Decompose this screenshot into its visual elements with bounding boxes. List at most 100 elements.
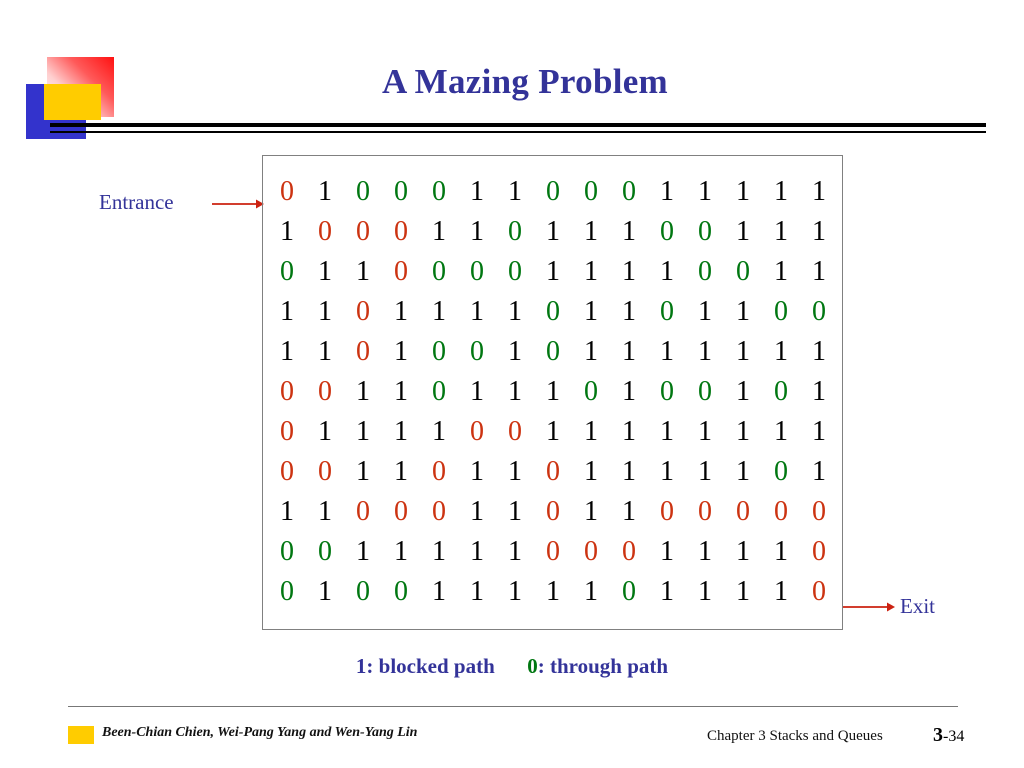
maze-cell: 1	[812, 416, 826, 447]
maze-cell: 1	[584, 216, 598, 247]
maze-cell: 0	[394, 496, 408, 527]
maze-cell: 0	[318, 456, 332, 487]
maze-cell: 1	[356, 376, 370, 407]
legend-blocked-text: : blocked path	[366, 654, 495, 678]
maze-cell: 0	[470, 336, 484, 367]
maze-cell: 1	[812, 256, 826, 287]
maze-cell: 1	[736, 376, 750, 407]
maze-cell: 1	[318, 576, 332, 607]
maze-cell: 1	[508, 336, 522, 367]
maze-cell: 1	[356, 416, 370, 447]
maze-cell: 1	[698, 336, 712, 367]
maze-cell: 1	[622, 216, 636, 247]
maze-cell: 1	[508, 376, 522, 407]
maze-cell: 0	[318, 376, 332, 407]
maze-cell: 0	[280, 576, 294, 607]
maze-cell: 0	[508, 416, 522, 447]
maze-cell: 0	[546, 336, 560, 367]
maze-cell: 0	[394, 256, 408, 287]
maze-cell: 0	[584, 176, 598, 207]
maze-cell: 0	[318, 216, 332, 247]
maze-cell: 0	[622, 176, 636, 207]
maze-cell: 1	[356, 456, 370, 487]
maze-cell: 1	[584, 336, 598, 367]
maze-cell: 0	[584, 536, 598, 567]
maze-cell: 0	[356, 496, 370, 527]
maze-cell: 1	[432, 416, 446, 447]
footer-page-minor: -34	[943, 728, 965, 745]
maze-cell: 1	[584, 256, 598, 287]
footer-authors: Been-Chian Chien, Wei-Pang Yang and Wen-…	[102, 725, 418, 740]
maze-cell: 0	[736, 496, 750, 527]
maze-cell: 1	[698, 176, 712, 207]
legend-through-text: : through path	[537, 654, 669, 678]
maze-cell: 1	[736, 296, 750, 327]
maze-cell: 0	[508, 216, 522, 247]
maze-cell: 0	[432, 176, 446, 207]
maze-cell: 1	[394, 336, 408, 367]
maze-cell: 0	[280, 456, 294, 487]
maze-cell: 0	[432, 376, 446, 407]
maze-cell: 1	[812, 456, 826, 487]
maze-cell: 1	[698, 416, 712, 447]
maze-cell: 0	[812, 496, 826, 527]
maze-cell: 1	[280, 216, 294, 247]
maze-cell: 1	[470, 176, 484, 207]
legend-through-key: 0	[527, 654, 538, 678]
maze-cell: 0	[280, 416, 294, 447]
maze-cell: 1	[432, 296, 446, 327]
exit-arrow-icon	[843, 602, 895, 612]
footer-yellow-swatch	[68, 726, 94, 744]
maze-cell: 1	[660, 456, 674, 487]
maze-cell: 1	[774, 216, 788, 247]
maze-cell: 1	[470, 496, 484, 527]
maze-cell: 1	[508, 296, 522, 327]
maze-cell: 0	[698, 256, 712, 287]
maze-cell: 1	[774, 576, 788, 607]
maze-cell: 1	[584, 456, 598, 487]
maze-cell: 1	[660, 536, 674, 567]
maze-cell: 1	[622, 256, 636, 287]
maze-cell: 1	[432, 536, 446, 567]
maze-cell: 0	[356, 216, 370, 247]
maze-cell: 0	[546, 456, 560, 487]
maze-cell: 1	[318, 416, 332, 447]
maze-cell: 1	[432, 576, 446, 607]
header-rule-thick	[50, 123, 986, 127]
maze-cell: 0	[280, 256, 294, 287]
maze-cell: 0	[280, 536, 294, 567]
maze-cell: 0	[356, 296, 370, 327]
maze-cell: 1	[280, 336, 294, 367]
logo-yellow-rectangle	[44, 84, 101, 120]
maze-cell: 1	[280, 296, 294, 327]
maze-cell: 1	[736, 336, 750, 367]
maze-cell: 0	[394, 576, 408, 607]
maze-cell: 1	[470, 376, 484, 407]
maze-cell: 1	[470, 296, 484, 327]
maze-cell: 0	[698, 496, 712, 527]
maze-cell: 0	[584, 376, 598, 407]
maze-cell: 1	[318, 496, 332, 527]
maze-cell: 0	[432, 496, 446, 527]
slide-logo	[26, 57, 114, 139]
maze-cell: 1	[812, 176, 826, 207]
maze-cell: 0	[774, 296, 788, 327]
page-title: A Mazing Problem	[381, 62, 669, 101]
maze-border-box	[262, 155, 843, 630]
maze-cell: 1	[584, 576, 598, 607]
maze-cell: 1	[394, 536, 408, 567]
maze-cell: 0	[774, 456, 788, 487]
maze-cell: 1	[356, 536, 370, 567]
maze-cell: 0	[660, 216, 674, 247]
maze-cell: 1	[622, 496, 636, 527]
maze-cell: 1	[546, 376, 560, 407]
maze-cell: 1	[622, 296, 636, 327]
maze-cell: 1	[546, 216, 560, 247]
maze-cell: 1	[356, 256, 370, 287]
